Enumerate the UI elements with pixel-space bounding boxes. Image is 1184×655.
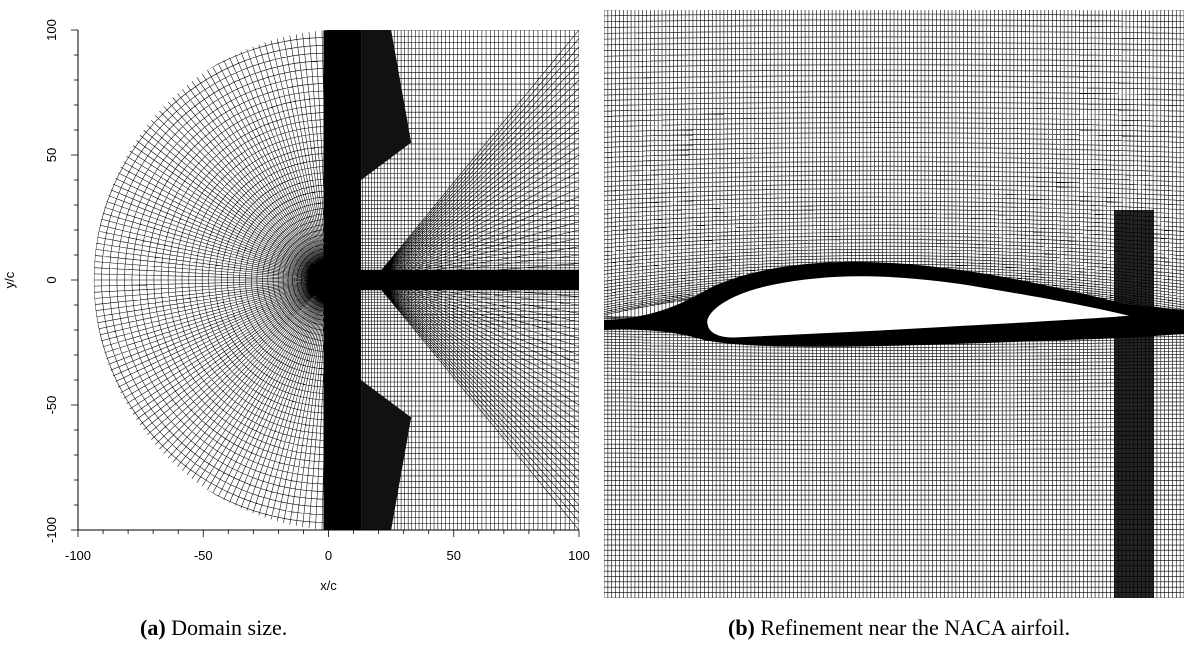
x-tick-label: -100 <box>65 548 91 563</box>
y-tick-label: -100 <box>44 517 59 543</box>
caption-a: (a) Domain size. <box>140 614 287 642</box>
refinement-wedge-upper <box>361 30 412 180</box>
y-tick-label: 0 <box>44 276 59 283</box>
airfoil-refinement-plot <box>603 7 1184 599</box>
mesh-lines <box>93 30 579 530</box>
caption-a-tag: (a) <box>140 615 166 640</box>
x-tick-label: -50 <box>194 548 213 563</box>
refinement-wedge-lower <box>361 380 412 530</box>
x-tick-label: 100 <box>568 548 590 563</box>
y-tick-label: 50 <box>44 148 59 162</box>
caption-b-text: Refinement near the NACA airfoil. <box>760 615 1071 640</box>
panel-b-airfoil-refinement <box>603 7 1184 599</box>
y-tick-label: -50 <box>44 396 59 415</box>
x-tick-label: 0 <box>325 548 332 563</box>
x-axis-label: x/c <box>320 578 337 593</box>
naca-airfoil <box>706 275 1133 339</box>
domain-mesh-plot: -100 -50 0 50 100 100 50 0 -50 -100 x/c y/c <box>2 19 590 593</box>
refinement-band-wake <box>318 270 579 290</box>
caption-a-text: Domain size. <box>171 615 288 640</box>
y-tick-label: 100 <box>44 19 59 41</box>
panel-a-domain-mesh: -100 -50 0 50 100 100 50 0 -50 -100 x/c y/c <box>0 0 600 600</box>
x-tick-label: 50 <box>447 548 461 563</box>
y-axis-label: y/c <box>2 271 17 288</box>
trailing-edge-refinement <box>1114 210 1154 598</box>
caption-b-tag: (b) <box>728 615 755 640</box>
caption-b: (b) Refinement near the NACA airfoil. <box>728 614 1070 642</box>
